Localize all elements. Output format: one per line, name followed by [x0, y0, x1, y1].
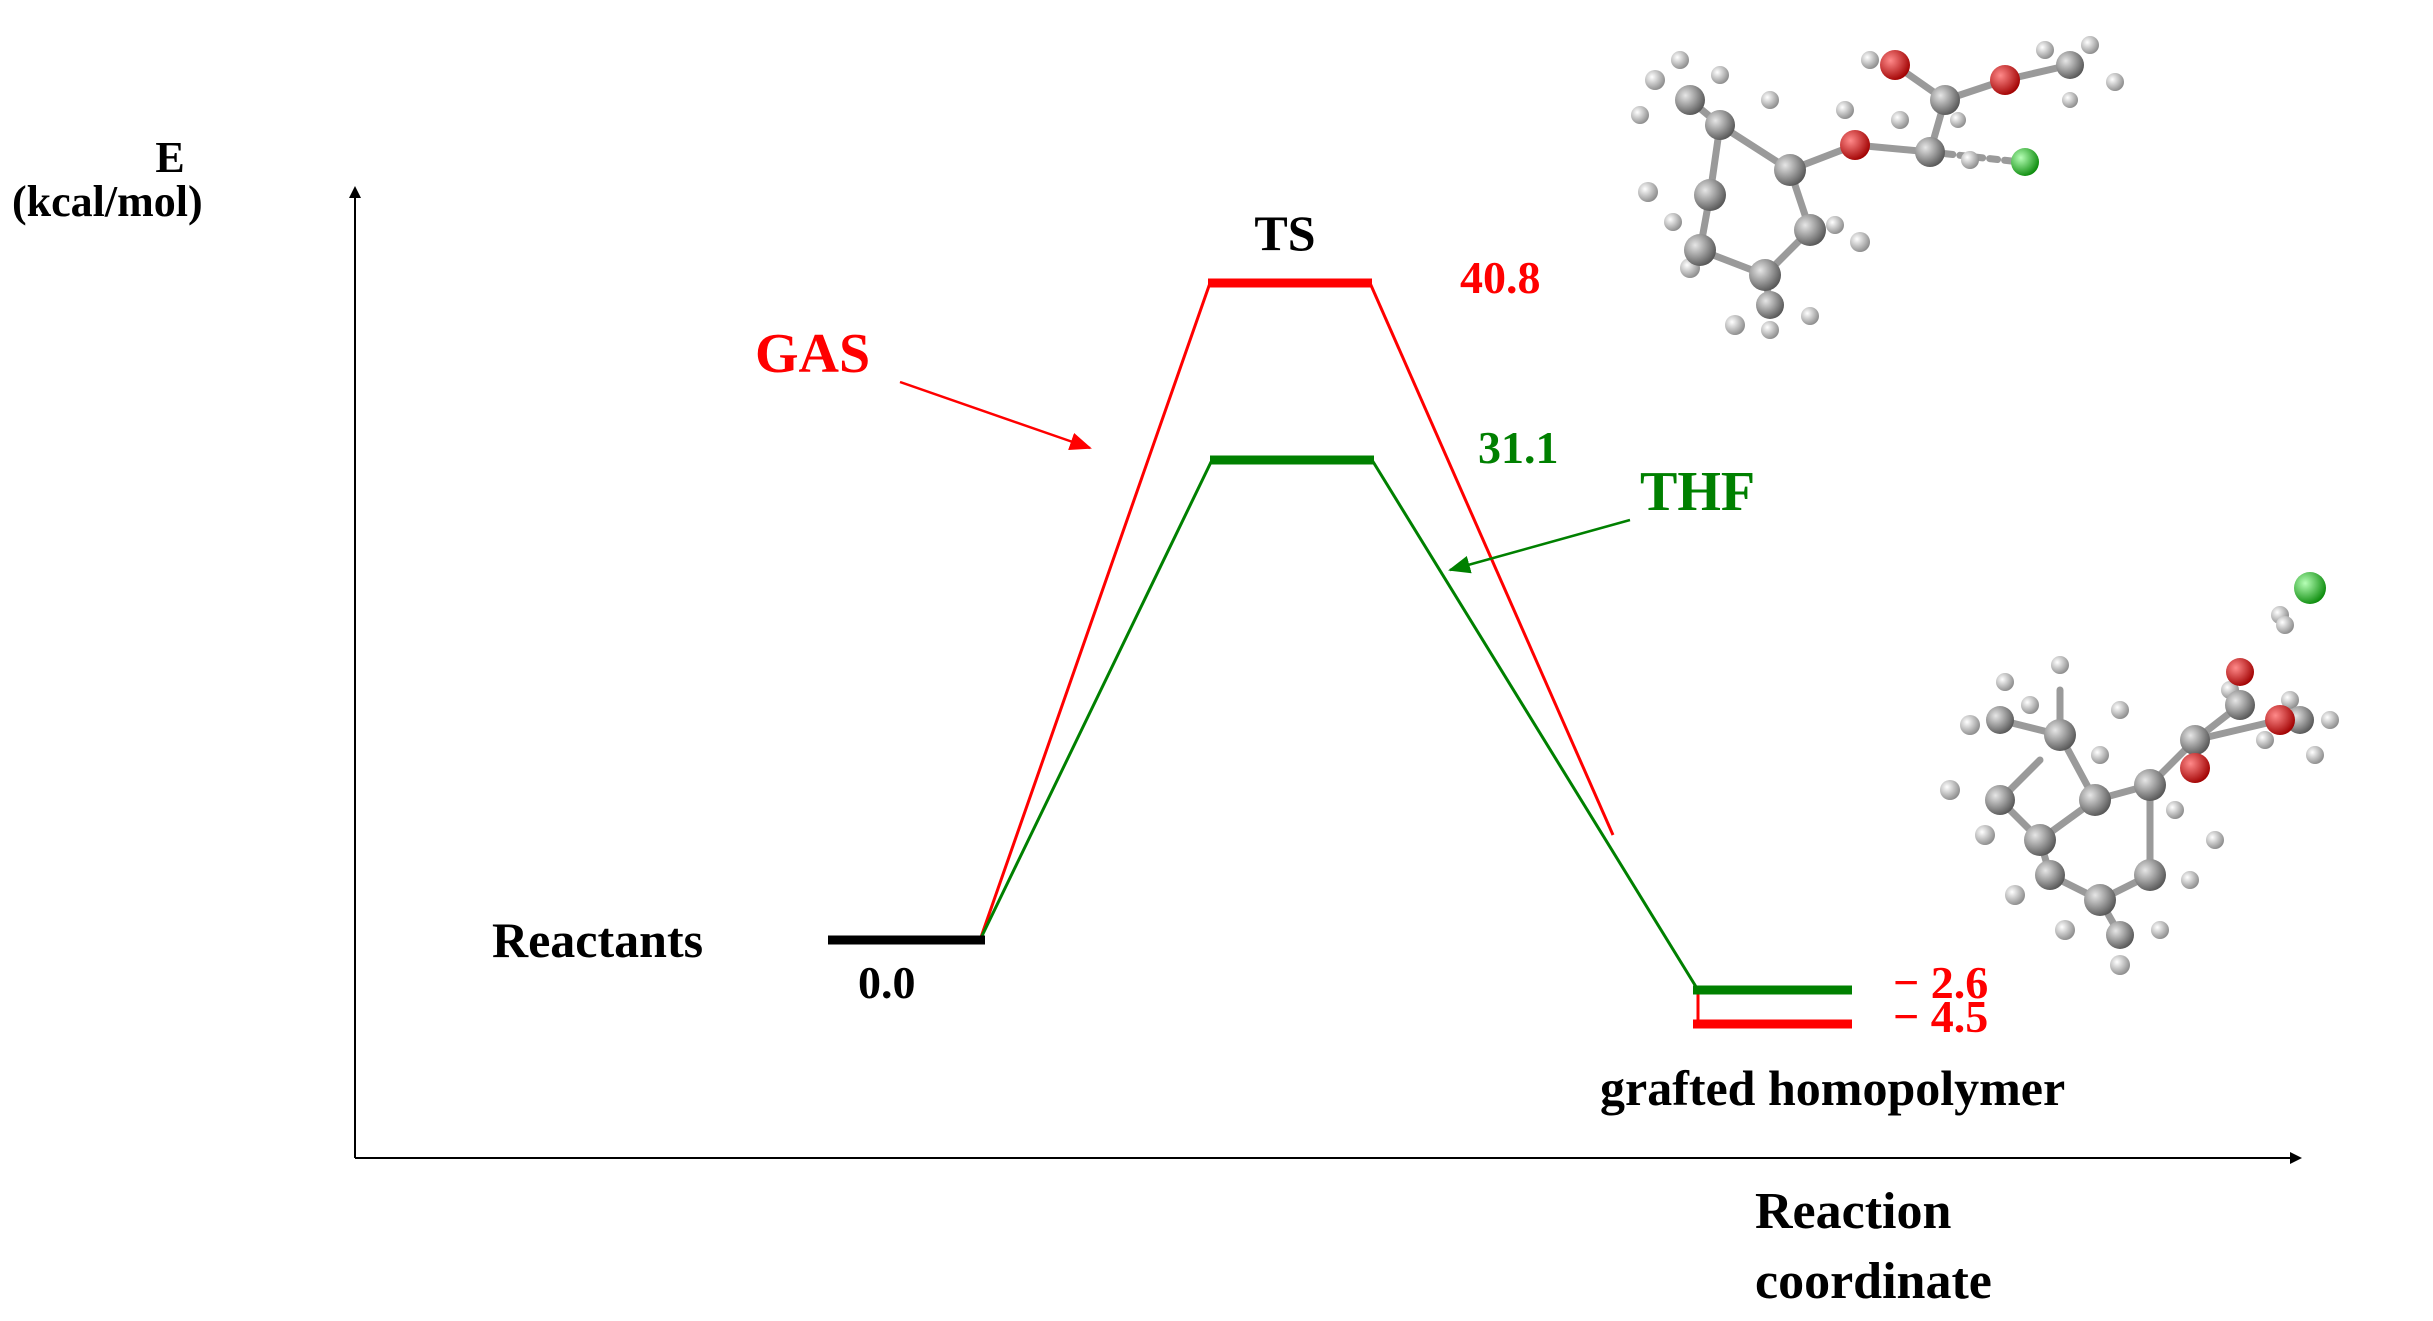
- y-axis-label-line1: E: [155, 133, 184, 182]
- product-label: grafted homopolymer: [1600, 1060, 2065, 1116]
- x-axis-label-line1: Reaction: [1755, 1183, 1951, 1240]
- ts-gas-value: 40.8: [1460, 252, 1541, 303]
- ts-molecule-image: [1631, 36, 2124, 339]
- thf-series-label: THF: [1640, 461, 1755, 523]
- reactants-value: 0.0: [858, 957, 916, 1008]
- y-axis-label-line2: (kcal/mol): [12, 177, 203, 226]
- thf-fall-line: [1370, 459, 1700, 991]
- thf-rise-line: [978, 459, 1214, 941]
- gas-series-label: GAS: [755, 323, 870, 385]
- ts-thf-value: 31.1: [1478, 422, 1559, 473]
- x-axis-label-line2: coordinate: [1755, 1253, 1992, 1310]
- product-gas-value: − 4.5: [1893, 991, 1988, 1042]
- thf-pointer-arrow: [1448, 518, 1631, 574]
- product-thf-value: − 2.6: [1893, 957, 1988, 1008]
- gas-pointer-arrow: [899, 380, 1092, 450]
- ts-label: TS: [1254, 205, 1315, 261]
- reactants-label: Reactants: [492, 912, 703, 968]
- gas-rise-line: [978, 282, 1212, 941]
- product-molecule-image: [1940, 572, 2339, 975]
